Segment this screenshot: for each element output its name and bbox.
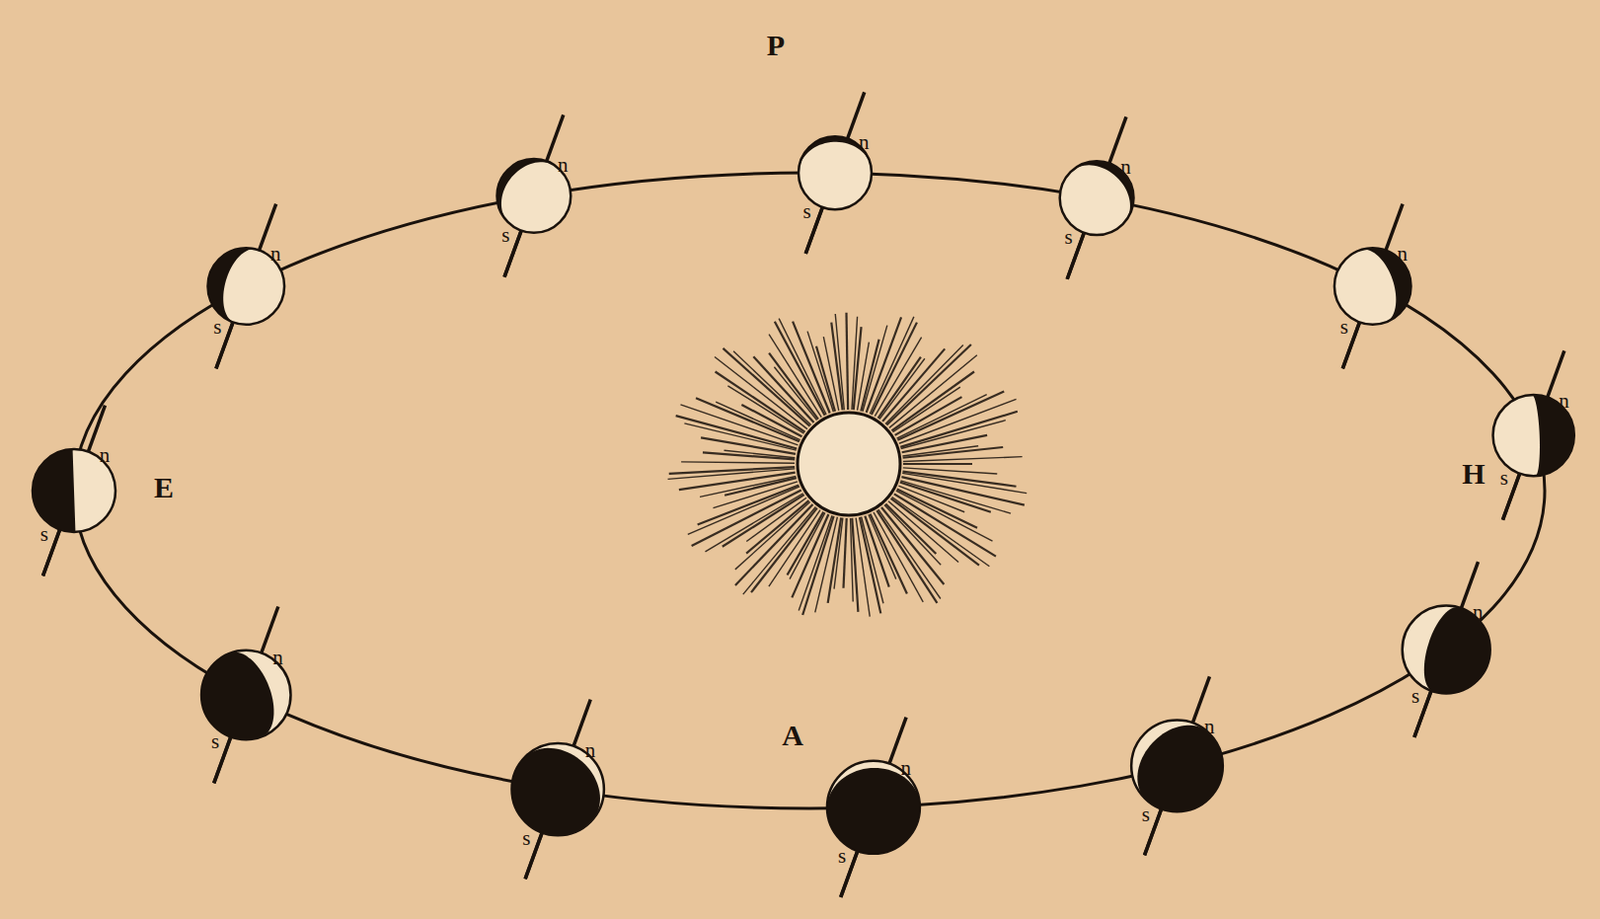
pole-letter: n [270, 243, 282, 265]
pole-letter: n [585, 739, 597, 761]
pole-letter: n [1204, 716, 1216, 738]
pole-letter: n [1472, 602, 1484, 623]
earth [32, 405, 116, 577]
pole-letter: n [99, 445, 111, 466]
sun [797, 412, 901, 516]
earth [1402, 561, 1491, 738]
pole-letter: s [211, 731, 220, 753]
earth [497, 114, 572, 277]
pole-letter: s [1411, 685, 1420, 706]
sun-rays [668, 312, 1028, 617]
earth [827, 717, 920, 898]
pole-letter: s [522, 827, 531, 848]
orbit-point-letter: H [1461, 458, 1485, 489]
earth [201, 607, 291, 784]
pole-letter: s [40, 524, 49, 545]
earth [511, 699, 604, 880]
pole-letter: s [838, 845, 846, 867]
pole-letter: s [501, 224, 510, 245]
pole-letter: n [858, 131, 870, 153]
pole-letter: s [1340, 315, 1349, 337]
earth [1131, 676, 1223, 855]
earth [1334, 204, 1412, 370]
orbit-point-letter: E [153, 472, 174, 503]
orbit-point-letter: A [781, 720, 804, 751]
pole-letter: n [272, 646, 284, 668]
orbit-point-letter: P [766, 30, 785, 61]
orbit [74, 172, 1545, 809]
pole-letter: n [1396, 243, 1408, 265]
earth [208, 204, 286, 370]
pole-letter: s [1065, 226, 1073, 247]
earth [1493, 350, 1575, 520]
pole-letter: s [1142, 803, 1150, 825]
earth [1060, 116, 1135, 279]
pole-letter: s [213, 315, 222, 337]
pole-letter: n [901, 757, 913, 778]
pole-letter: n [1558, 390, 1570, 412]
pole-letter: n [1120, 155, 1132, 177]
pole-letter: s [803, 201, 812, 223]
earth [798, 91, 872, 254]
pole-letter: n [557, 153, 569, 175]
pole-letter: s [1500, 467, 1509, 489]
